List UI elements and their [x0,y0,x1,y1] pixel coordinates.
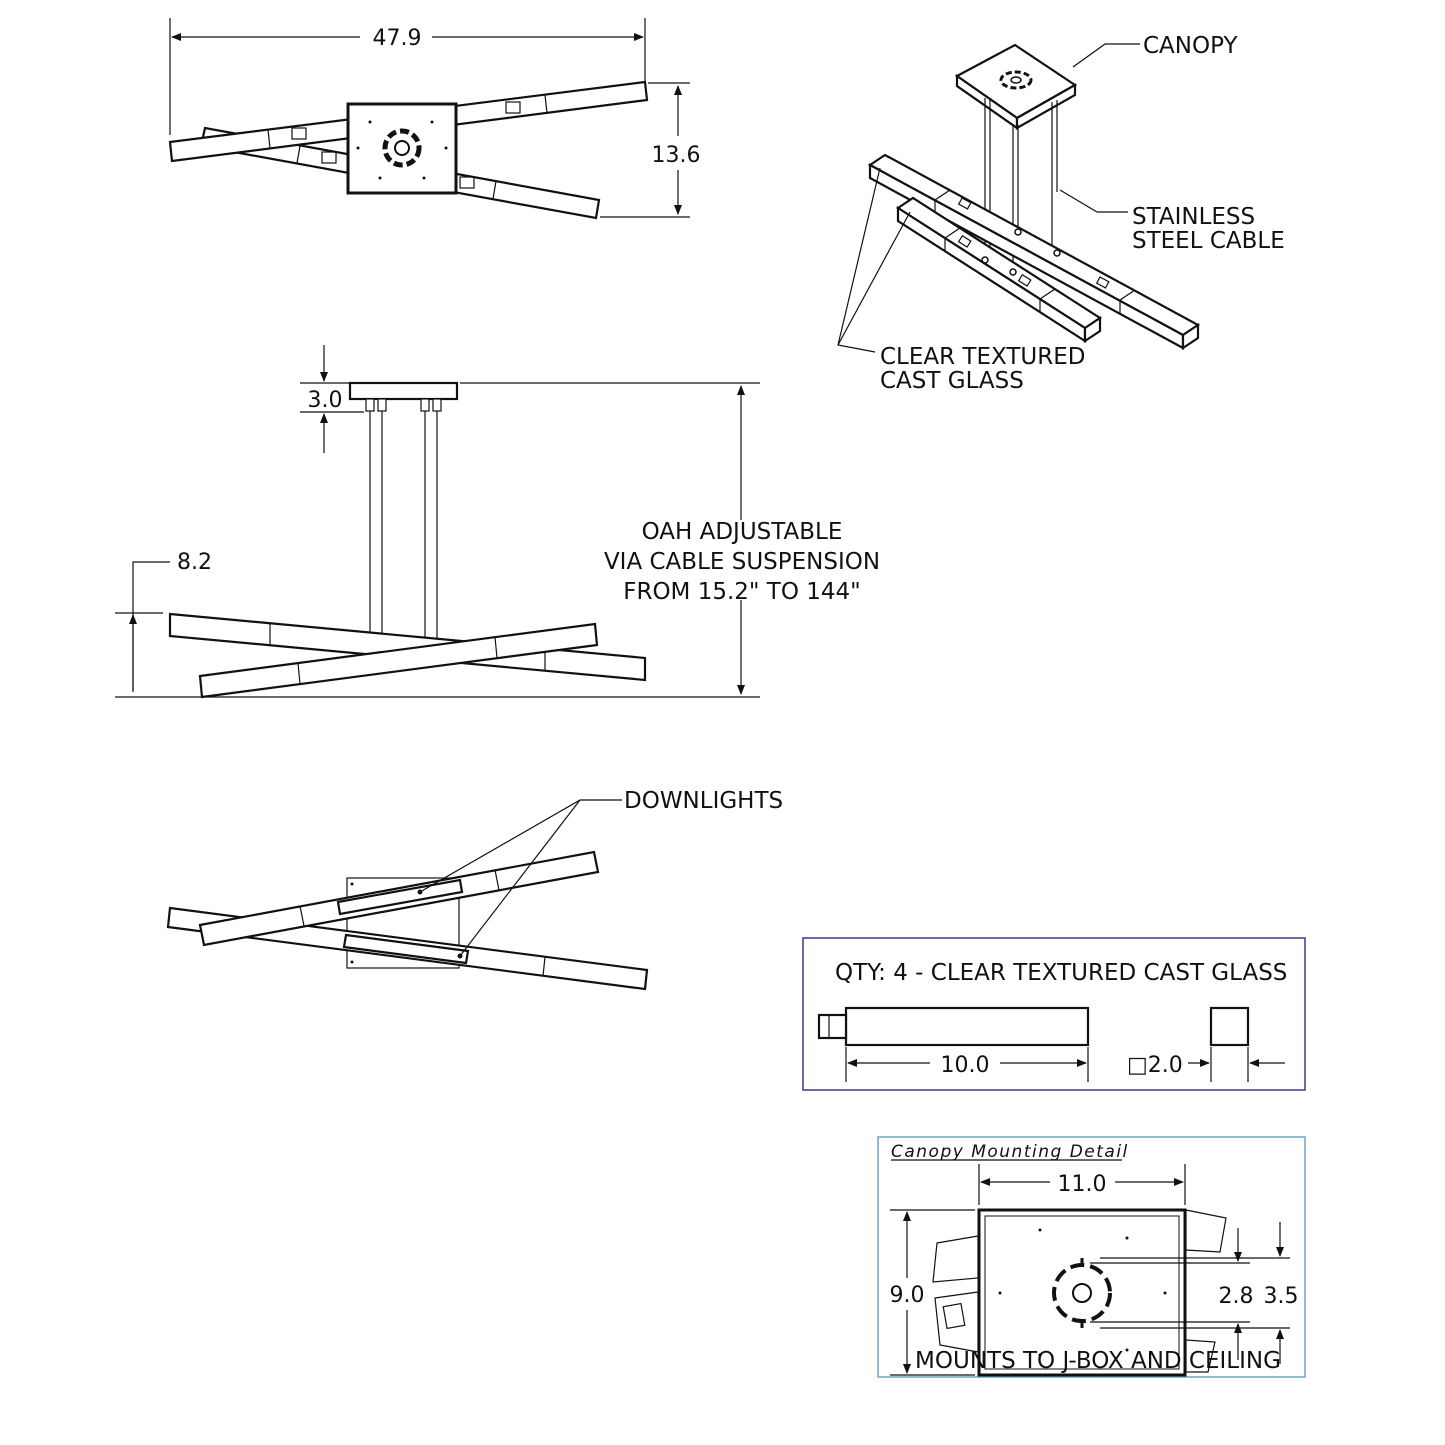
glass-section-dimension: □2.0 [1127,1053,1183,1078]
iso-view: CANOPY STAINLESS STEEL CABLE CLEAR TEXTU… [837,33,1285,394]
canopy-height-dimension: 3.0 [308,388,343,413]
glass-length-dimension: 10.0 [941,1053,990,1078]
glass-label-line1: CLEAR TEXTURED [880,344,1085,370]
bottom-view: DOWNLIGHTS [166,788,783,991]
canopy-mounting-note: MOUNTS TO J-BOX AND CEILING [915,1348,1281,1374]
canopy-width-dimension: 11.0 [1058,1172,1107,1197]
oah-note-line1: OAH ADJUSTABLE [642,519,843,545]
outer-dimension: 3.5 [1264,1284,1299,1309]
canopy-height-dimension: 9.0 [890,1283,925,1308]
bar-height-dimension: 8.2 [177,550,212,575]
top-view: 47.9 13.6 [168,18,701,220]
cable-label-line1: STAINLESS [1132,204,1255,230]
iso-canopy [954,43,1078,131]
overall-width-dimension: 47.9 [373,26,422,51]
glass-label-line2: CAST GLASS [880,368,1024,394]
glass-detail-panel: QTY: 4 - CLEAR TEXTURED CAST GLASS 10.0 … [802,937,1306,1091]
glass-detail-title: QTY: 4 - CLEAR TEXTURED CAST GLASS [835,960,1287,986]
side-glass-bar-front [198,622,599,699]
canopy-label: CANOPY [1143,33,1238,59]
overall-depth-dimension: 13.6 [652,143,701,168]
side-view: 3.0 8.2 OAH ADJUSTABLE VIA CABLE SUSPENS… [115,345,880,699]
cable-label-line2: STEEL CABLE [1132,228,1285,254]
iso-glass-bar-front [895,196,1103,344]
oah-note-line3: FROM 15.2" TO 144" [623,579,861,605]
canopy-detail-panel: Canopy Mounting Detail 11.0 9.0 [877,1136,1306,1378]
iso-glass-bar-back [867,153,1201,351]
plan-canopy [346,102,458,195]
downlights-label: DOWNLIGHTS [624,788,783,814]
canopy-detail-title: Canopy Mounting Detail [891,1142,1129,1162]
oah-note-line2: VIA CABLE SUSPENSION [604,549,880,575]
inner-dimension: 2.8 [1219,1284,1254,1309]
